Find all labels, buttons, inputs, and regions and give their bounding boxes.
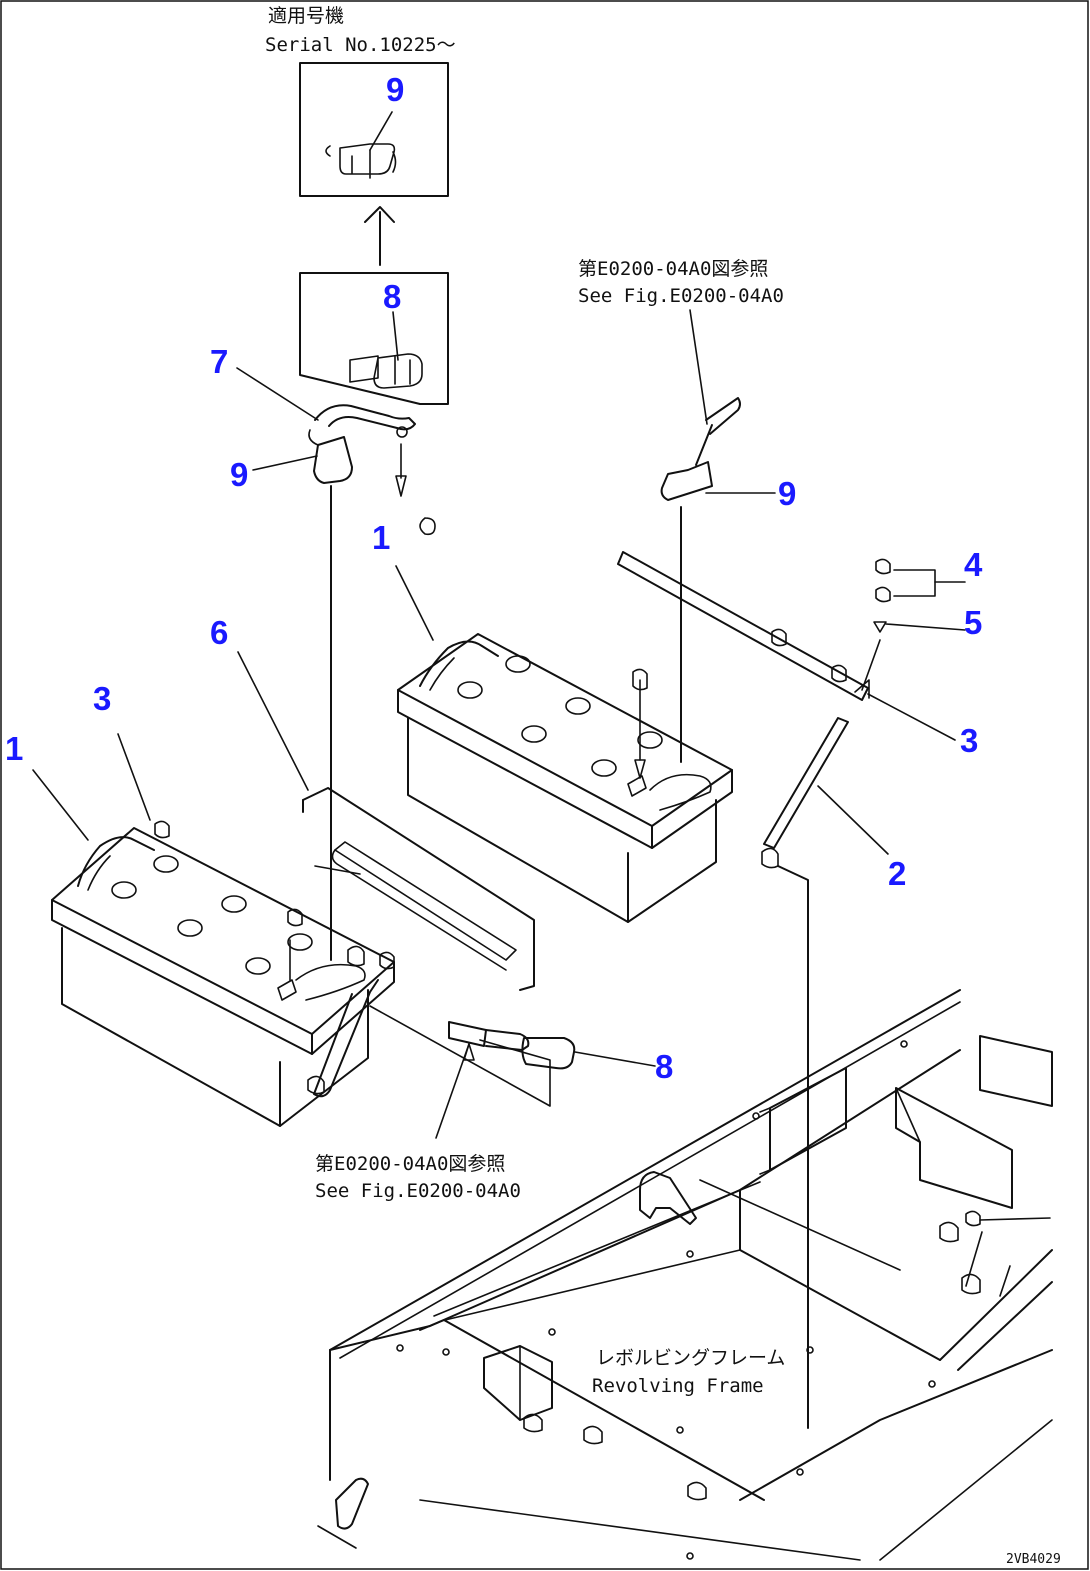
callout-3-left: 3 [93,680,111,717]
callout-9-detail: 9 [386,71,404,108]
callout-2: 2 [888,855,906,892]
serial-note-en: Serial No.10225～ [265,34,456,56]
detail-box-original [299,272,449,405]
ref-note-top-jp: 第E0200-04A0図参照 [578,258,768,280]
callout-6: 6 [210,614,228,651]
battery-hold-rod-2 [761,717,889,1429]
ref-note-bottom-jp: 第E0200-04A0図参照 [315,1153,505,1175]
frame-name-jp: レボルビングフレーム [596,1347,785,1369]
battery-left [32,733,395,1127]
battery-hold-bar-right [617,551,966,741]
callout-5: 5 [964,604,982,641]
upgrade-arrow [364,206,395,266]
callout-9-right: 9 [778,475,796,512]
battery-cable-7 [236,367,436,961]
callout-9-left: 9 [230,456,248,493]
battery-spacer-6 [237,651,535,991]
revolving-frame [317,989,1053,1561]
callout-4: 4 [964,546,983,583]
battery-cable-9-right [660,309,776,763]
frame-name-en: Revolving Frame [592,1375,764,1397]
frame-label-group [588,1342,792,1400]
callout-8-detail: 8 [383,278,401,315]
callout-1-left: 1 [5,730,23,767]
callout-8-bottom: 8 [655,1048,673,1085]
callout-3-right: 3 [960,722,978,759]
battery-center [395,565,733,923]
callout-7: 7 [210,343,228,380]
detail-box-serial [299,62,449,197]
serial-note-jp: 適用号機 [268,5,344,27]
ref-note-bottom-en: See Fig.E0200-04A0 [315,1180,521,1202]
battery-cable-8-bottom [369,1005,656,1139]
callout-1-center: 1 [372,519,390,556]
drawing-number: 2VB4029 [1006,1552,1061,1567]
ref-note-top-en: See Fig.E0200-04A0 [578,285,784,307]
